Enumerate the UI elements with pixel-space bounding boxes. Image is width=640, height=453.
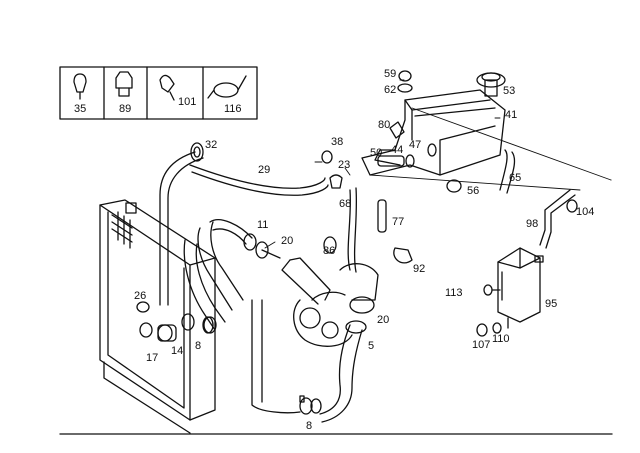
part-86: [323, 236, 337, 254]
callout-41: 41: [505, 109, 518, 121]
callout-5: 5: [368, 340, 375, 352]
callout-44: 44: [391, 144, 404, 156]
legend-label-89: 89: [119, 103, 132, 115]
callout-11: 11: [257, 219, 269, 231]
part-107: [476, 323, 488, 337]
callout-26: 26: [134, 290, 147, 302]
callout-32: 32: [205, 139, 218, 151]
part-50-sensor: [377, 154, 415, 168]
hose-11: [183, 219, 257, 334]
part-20-clamp: [255, 241, 269, 259]
part-77: [377, 199, 387, 233]
callout-86: 86: [323, 245, 336, 257]
clamps-17-14: [136, 301, 214, 342]
reservoir-95: [497, 247, 544, 329]
part-104: [566, 199, 578, 213]
clamp-8-lower: [299, 395, 322, 415]
callout-113: 113: [445, 287, 463, 299]
callout-62: 62: [384, 84, 397, 96]
callout-53: 53: [503, 85, 516, 97]
legend-box: [59, 66, 258, 120]
legend-label-116: 116: [224, 103, 242, 115]
callout-80: 80: [378, 119, 391, 131]
leader-lines: [264, 79, 612, 249]
callout-29: 29: [258, 164, 271, 176]
callout-17: 17: [146, 352, 159, 364]
callout-47: 47: [409, 139, 422, 151]
callout-23: 23: [338, 159, 351, 171]
callout-20-upper: 20: [281, 235, 294, 247]
hose-68: [347, 187, 358, 273]
part-110: [492, 322, 502, 334]
callout-59: 59: [384, 68, 397, 80]
hose-98: [539, 189, 576, 249]
hose-65: [499, 149, 516, 194]
part-32: [190, 142, 204, 162]
callout-14: 14: [171, 345, 184, 357]
callout-110: 110: [492, 333, 510, 345]
expansion-tank: [361, 70, 506, 176]
part-23: [329, 174, 343, 189]
part-80: [389, 121, 405, 139]
legend-label-101: 101: [178, 96, 197, 108]
part-38: [321, 150, 333, 164]
callout-95: 95: [545, 298, 558, 310]
callout-107: 107: [472, 339, 491, 351]
part-113-bolt: [483, 284, 501, 296]
part-92-clip: [393, 247, 413, 264]
clip-35-icon: [73, 73, 87, 100]
clip-101-icon: [159, 74, 175, 101]
callout-77: 77: [392, 216, 405, 228]
callout-8-lower: 8: [306, 420, 313, 432]
callout-92: 92: [413, 263, 426, 275]
callout-38: 38: [331, 136, 344, 148]
part-56: [446, 179, 462, 193]
callout-56: 56: [467, 185, 480, 197]
hose-5: [251, 299, 367, 423]
callout-50: 50: [370, 147, 383, 159]
legend-label-35: 35: [74, 103, 87, 115]
callout-8-upper: 8: [195, 340, 202, 352]
clip-89-icon: [115, 71, 133, 97]
callout-98: 98: [526, 218, 539, 230]
clip-116-icon: [207, 75, 247, 99]
water-pump: [261, 249, 379, 347]
callout-104: 104: [576, 206, 595, 218]
callout-20-lower: 20: [377, 314, 390, 326]
callout-68: 68: [339, 198, 352, 210]
hose-29: [159, 151, 329, 306]
callout-65: 65: [509, 172, 522, 184]
part-47: [427, 143, 437, 157]
